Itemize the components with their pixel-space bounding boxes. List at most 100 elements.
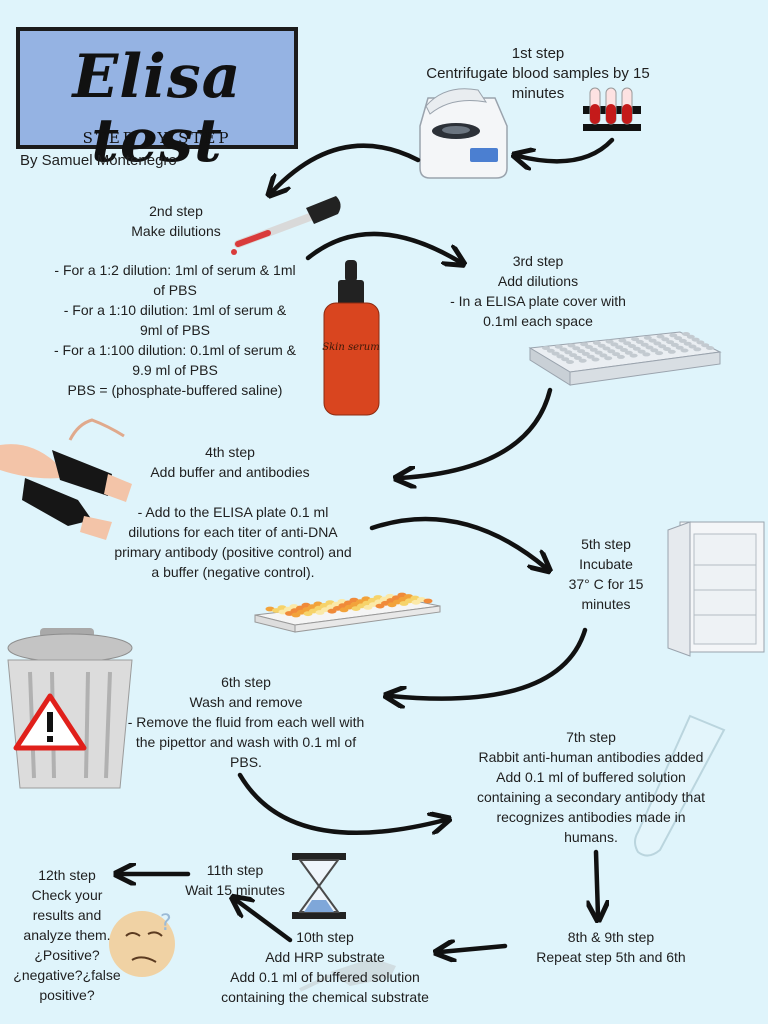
plate-well [363,605,373,610]
step-line: PBS = (phosphate-buffered saline) [67,382,283,398]
step-line: 9.9 ml of PBS [132,362,218,378]
colored-plate-icon [254,592,441,633]
step-8-9: 8th & 9th step Repeat step 5th and 6th [518,927,704,967]
trash-can-icon [7,628,133,789]
plate-well [569,353,578,358]
thinking-face-icon: ? [109,911,175,977]
step-line: Check your [31,887,103,903]
step-line: of PBS [153,282,197,298]
page-title: Elisa test [72,42,242,176]
plate-well [650,348,659,353]
plate-well [554,344,563,349]
plate-well [599,353,608,358]
author-credit: By Samuel Montenegro [20,152,177,169]
plate-well [658,344,667,349]
arrow-step10-to-step11 [236,900,293,943]
step-title: 7th step [566,729,616,745]
step-title: 6th step [221,674,271,690]
step-6: 6th step Wash and remove - Remove the fl… [104,672,388,772]
arrow-step5-to-step6 [390,627,588,699]
plate-well [387,602,397,608]
plate-well [696,340,705,345]
step-line: Add 0.1 ml of buffered solution [230,969,420,985]
hourglass-icon [292,853,346,919]
plate-well [594,350,603,355]
plate-well [653,341,662,346]
step-3: 3rd step Add dilutions - In a ELISA plat… [428,251,648,331]
step-line: results and [32,907,102,923]
step-line: minutes [511,85,565,102]
plate-well [573,355,582,360]
plate-well [637,349,646,354]
plate-well [556,354,565,359]
plate-well [604,356,613,361]
step-line: Repeat step 5th and 6th [536,949,686,965]
plate-well [618,338,627,343]
step-title: 1st step [511,45,565,62]
step-line: - Remove the fluid from each well with [127,714,365,730]
step-line: analyze them. [23,927,111,943]
step-line: - For a 1:100 dilution: 0.1ml of serum & [54,342,296,358]
step-line: Add HRP substrate [265,949,385,965]
plate-well [351,606,361,611]
plate-well [645,345,654,350]
plate-well [559,347,568,352]
plate-well [642,352,651,357]
step-line: Incubate [579,556,633,572]
step-2-details: - For a 1:2 dilution: 1ml of serum & 1ml… [28,260,322,400]
plate-well [640,342,649,347]
title-box: Elisa test STEP BY STEP [16,27,298,173]
plate-well [586,354,595,359]
plate-well [546,348,555,353]
step-title: 5th step [581,536,631,552]
plate-well [551,351,560,356]
step-line: - For a 1:2 dilution: 1ml of serum & 1ml [54,262,296,278]
arrow-step7-to-step89 [596,849,598,916]
arrow-rack-to-centrifuge [518,137,615,161]
plate-well [624,350,633,355]
plate-well [648,338,657,343]
step-4: 4th step Add buffer and antibodies [120,442,340,482]
plate-well [620,348,628,352]
step-line: Add 0.1 ml of buffered solution [496,769,686,785]
dropper-icon [231,196,341,255]
plate-well [577,349,586,354]
step-5: 5th step Incubate 37° C for 15 minutes [552,534,660,614]
plate-well [615,345,624,350]
plate-well [669,333,678,338]
step-line: humans. [564,829,618,845]
step-12: 12th step Check your results and analyze… [6,865,128,1005]
plate-well [655,351,664,356]
plate-well [602,346,611,351]
step-line: 9ml of PBS [139,322,211,338]
step-line: Wait 15 minutes [185,882,285,898]
plate-well [643,335,652,340]
arrow-step4-to-step5 [369,516,546,568]
plate-well [578,358,587,363]
plate-well [303,611,313,617]
step-line: Centrifugate blood samples by 15 [426,65,650,82]
plate-well [656,334,665,339]
step-line: containing the chemical substrate [221,989,429,1005]
plate-well [339,607,349,613]
plate-well [610,342,619,347]
step-line: Make dilutions [131,223,221,239]
pipette-icon [299,958,396,992]
step-line: - In a ELISA plate cover with [450,293,626,309]
plate-well [706,346,714,350]
plate-well [605,339,614,344]
step-line: - Add to the ELISA plate 0.1 ml [137,504,329,520]
plate-well [375,603,385,609]
plate-well [631,337,640,342]
svg-text:?: ? [160,911,172,936]
step-line: dilutions for each titer of anti-DNA [128,524,338,540]
incubator-icon [667,521,765,657]
page-subtitle: STEP BY STEP [82,129,232,147]
plate-well [635,339,644,344]
plate-well [682,332,690,336]
test-tube-rack-icon [583,87,641,131]
step-4-details: - Add to the ELISA plate 0.1 ml dilution… [90,502,376,582]
arrow-step6-to-step7 [237,772,445,836]
bottle-label: Skin serum [322,342,379,353]
